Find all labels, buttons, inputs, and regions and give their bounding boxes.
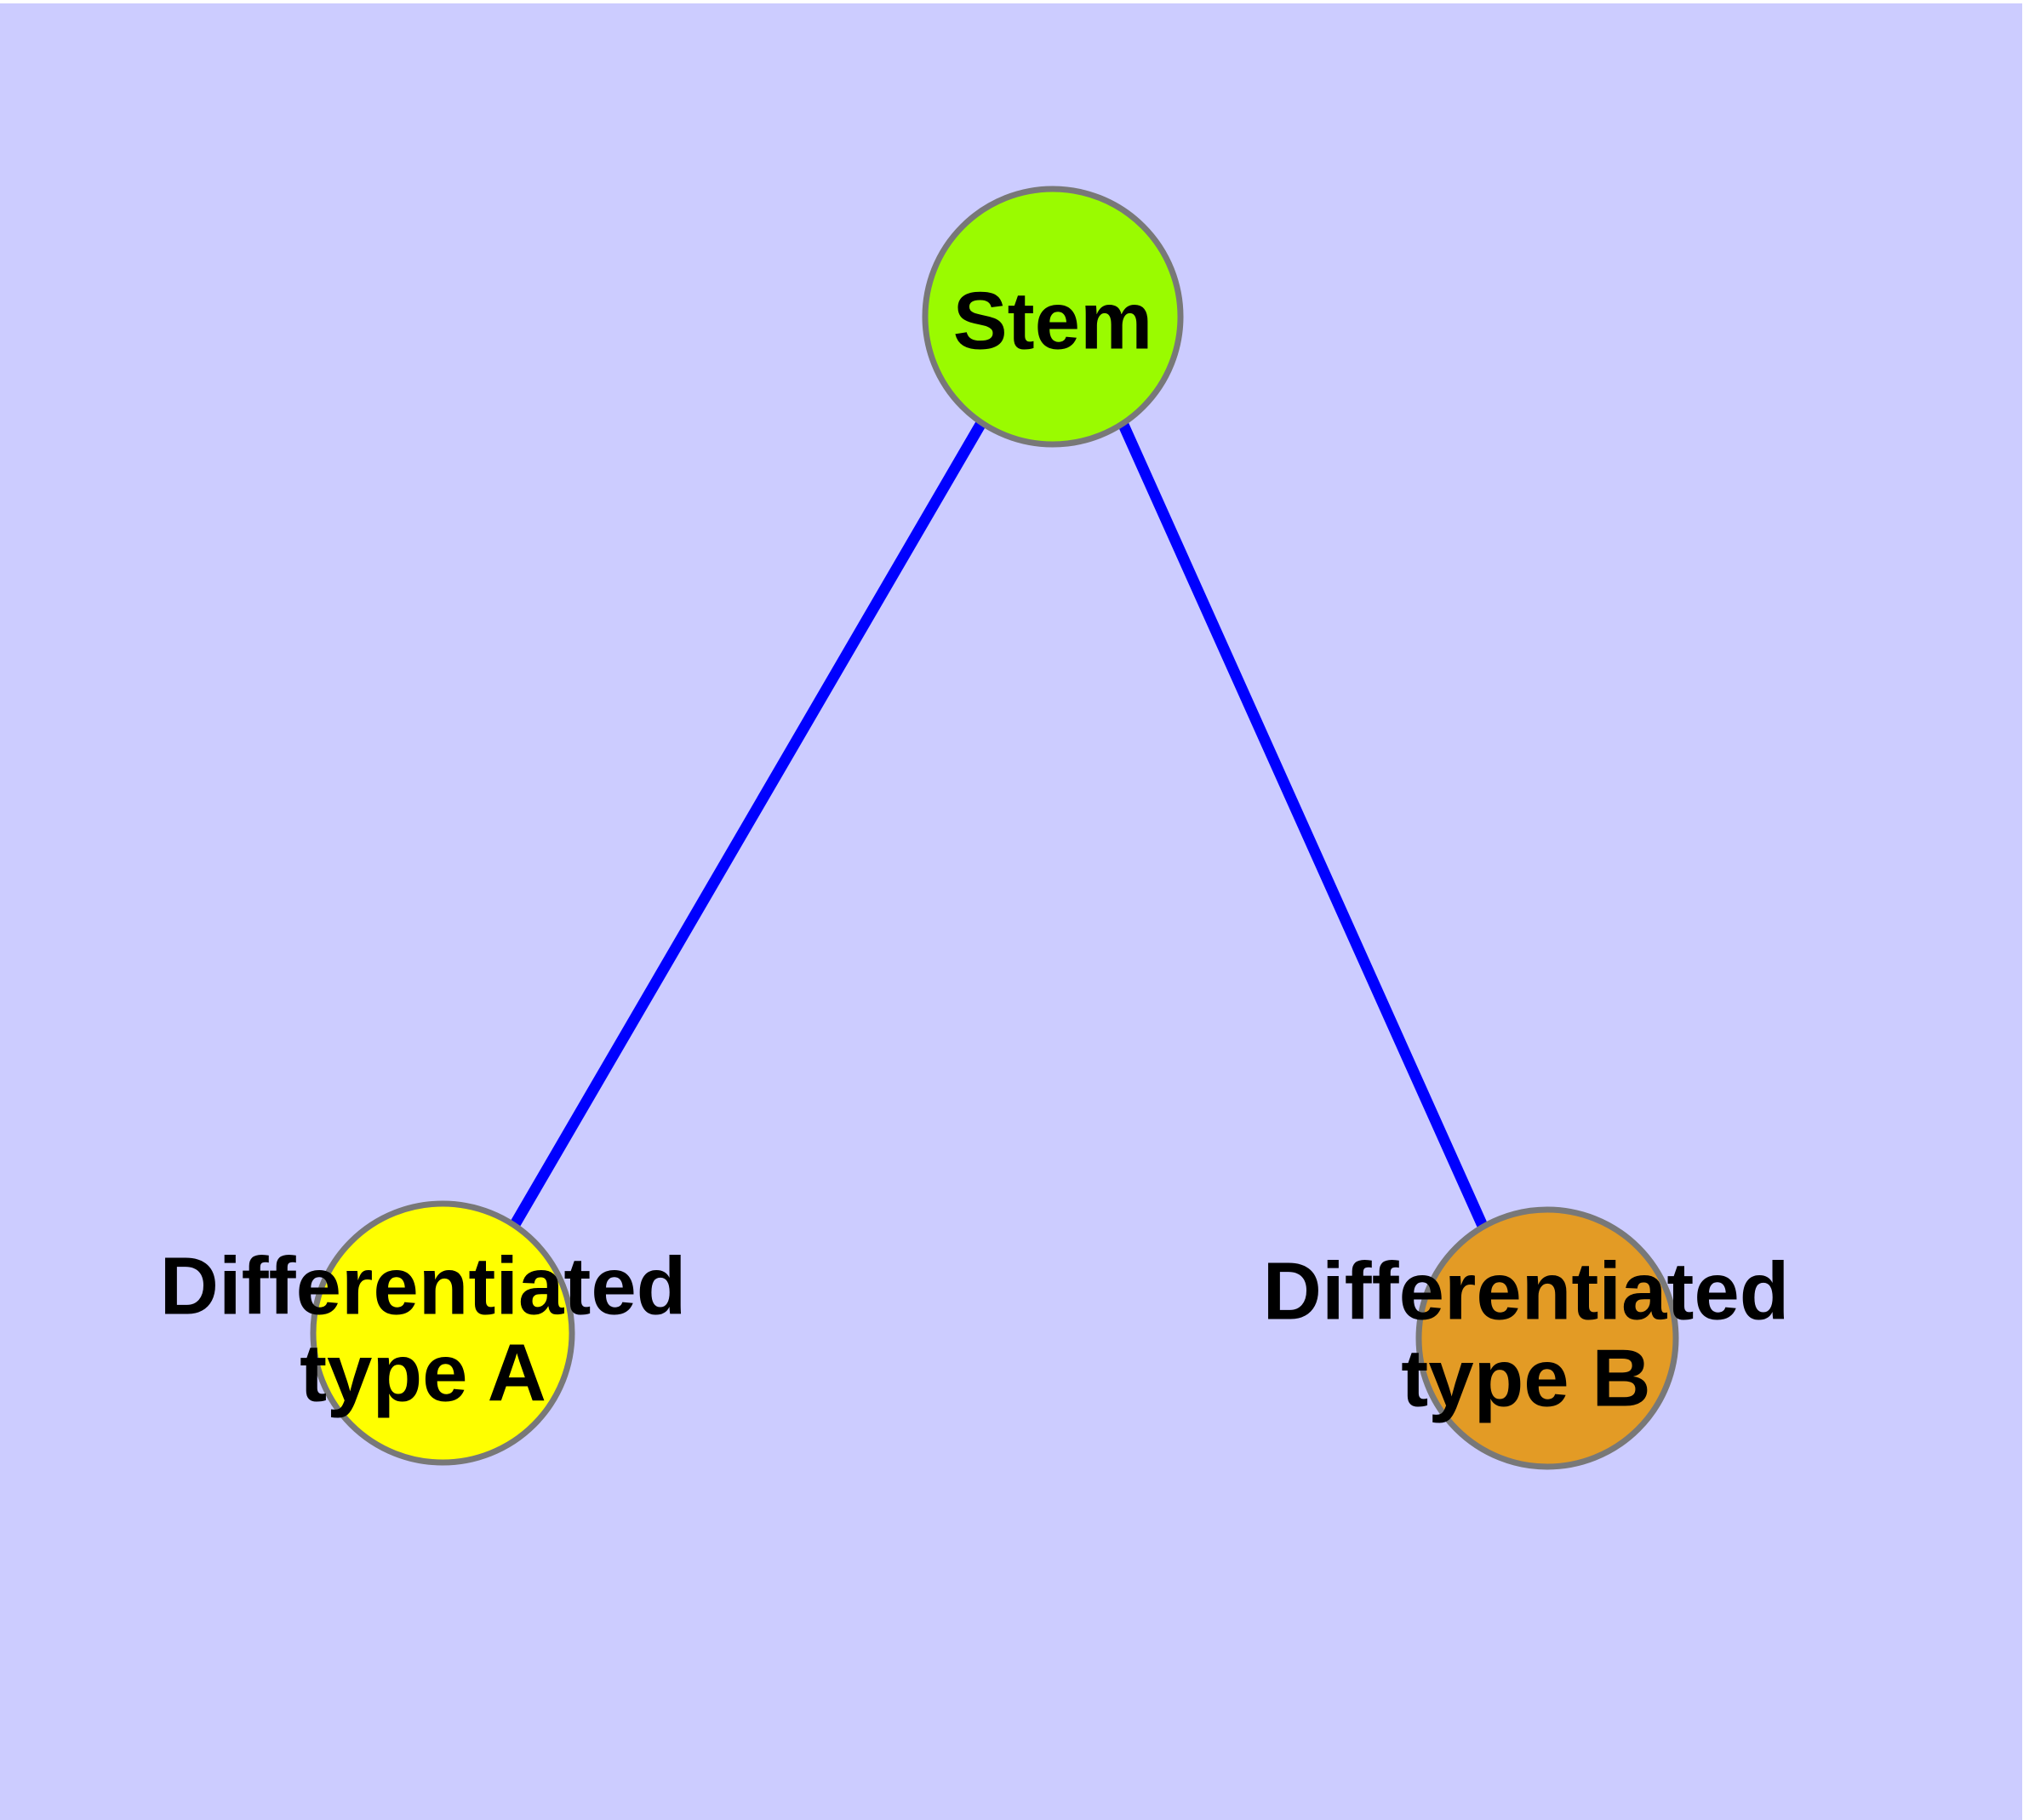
node-layer [310,186,1679,1470]
node-diff-b[interactable] [1415,1206,1679,1470]
node-circle-diff-b[interactable] [1415,1206,1679,1470]
node-label-diff-a-line2: type A [300,1327,546,1418]
node-stem[interactable] [922,186,1184,448]
label-layer: Stem Differentiated type A Differentiate… [160,275,1790,1423]
node-diff-a[interactable] [310,1200,575,1466]
node-label-stem: Stem [953,275,1153,366]
node-label-diff-a-line1: Differentiated [160,1240,687,1331]
node-circle-stem[interactable] [922,186,1184,448]
edge-stem-to-differentiated-type-b[interactable] [1118,422,1488,1228]
node-circle-diff-a[interactable] [310,1200,575,1466]
node-label-diff-b-line2: type B [1401,1332,1650,1423]
node-label-diff-b-line1: Differentiated [1263,1245,1790,1336]
edge-stem-to-differentiated-type-a[interactable] [509,420,986,1229]
edge-layer [509,420,1488,1229]
